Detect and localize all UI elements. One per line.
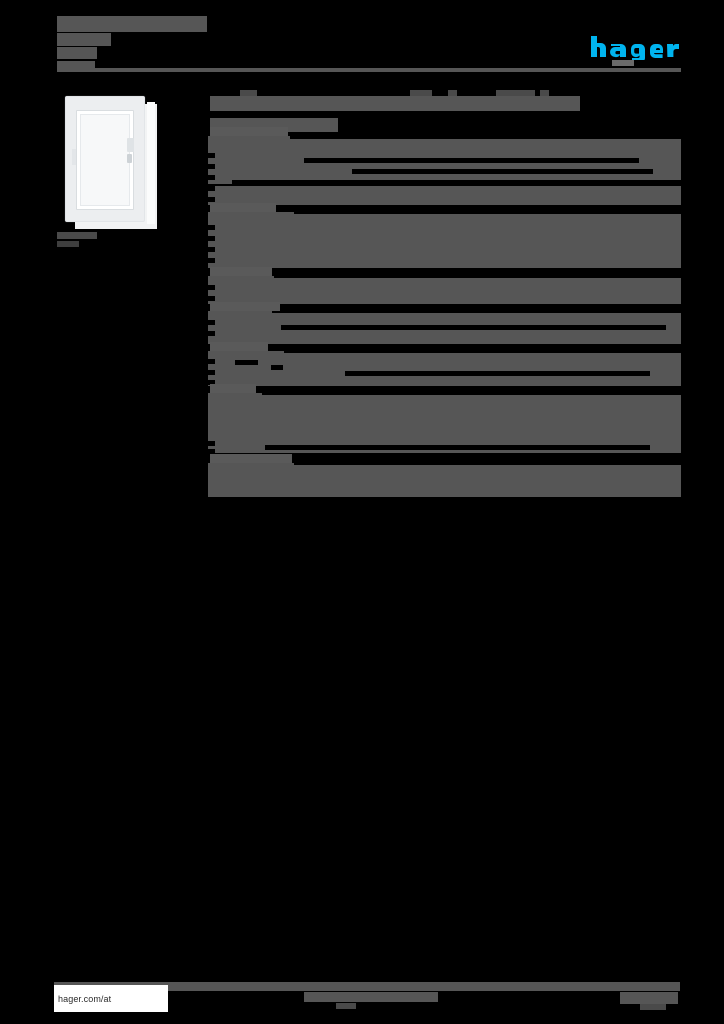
door-latch-icon [72, 149, 76, 165]
document-title [57, 16, 207, 32]
product-image [55, 88, 200, 247]
footer-center-text-line2 [336, 1003, 356, 1009]
spec-block-caption [210, 127, 288, 136]
spec-block-dimensions [208, 203, 681, 268]
spec-block-caption [210, 267, 272, 276]
spec-block-caption [210, 302, 280, 311]
document-subline [57, 61, 95, 71]
footer-center-text [304, 992, 438, 1002]
panel-door-frame [65, 96, 145, 222]
header-divider [57, 68, 681, 72]
spec-block-material [208, 342, 681, 386]
spec-block-standards-approvals [208, 384, 681, 454]
document-reference [57, 47, 97, 59]
footer-url-text: hager.com/at [58, 993, 112, 1004]
product-image-edge [147, 102, 155, 224]
spec-block-caption [210, 384, 256, 393]
footer-divider [54, 982, 680, 991]
spec-block-caption [210, 342, 268, 351]
footer-url-link[interactable]: hager.com/at [54, 985, 168, 1012]
spec-block-caption [210, 454, 292, 463]
main-content [208, 88, 681, 504]
spec-block-caption [210, 203, 276, 212]
product-image-caption [57, 232, 97, 239]
page-title [210, 96, 580, 111]
spec-block-installation [208, 267, 681, 304]
panel-door-window [80, 114, 130, 206]
spec-block-technical-characteristics [208, 127, 681, 205]
hager-logo-icon [589, 34, 681, 60]
product-image-caption-line2 [57, 241, 79, 247]
page-title-row [208, 88, 681, 114]
door-hinge-upper-icon [127, 138, 134, 152]
spec-block-connection [208, 302, 681, 344]
document-subtitle [57, 33, 111, 46]
spec-block-packaging [208, 454, 681, 497]
header-rule-tick [612, 60, 634, 66]
door-hinge-lower-icon [127, 154, 132, 163]
footer-page-number [620, 992, 678, 1004]
panel-door-inner [76, 110, 134, 210]
page-header [57, 16, 681, 72]
page-footer: hager.com/at [54, 982, 680, 1012]
footer-page-number-line2 [640, 1004, 666, 1010]
